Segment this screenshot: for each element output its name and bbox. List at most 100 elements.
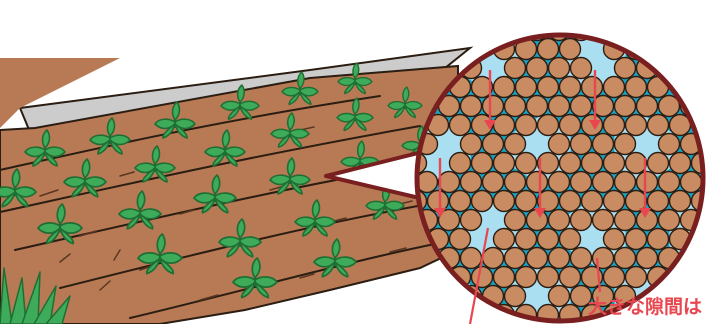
soil-particle <box>549 58 570 79</box>
soil-particle <box>659 210 680 231</box>
soil-particle <box>483 172 504 193</box>
soil-particle <box>637 96 658 117</box>
soil-particle <box>604 229 625 250</box>
soil-particle <box>505 134 526 155</box>
soil-particle <box>549 96 570 117</box>
soil-particle <box>549 210 570 231</box>
soil-particle <box>659 134 680 155</box>
soil-particle <box>505 172 526 193</box>
soil-particle <box>549 134 570 155</box>
soil-particle <box>472 153 493 174</box>
soil-particle <box>450 229 471 250</box>
soil-particle <box>604 115 625 136</box>
soil-particle <box>527 172 548 193</box>
soil-particle <box>593 172 614 193</box>
soil-particle <box>516 191 537 212</box>
soil-particle <box>571 210 592 231</box>
soil-particle <box>483 134 504 155</box>
soil-particle <box>604 267 625 288</box>
soil-particle <box>472 267 493 288</box>
soil-particle <box>538 77 559 98</box>
soil-particle <box>461 96 482 117</box>
soil-particle <box>538 39 559 60</box>
soil-particle <box>461 210 482 231</box>
soil-particle <box>571 58 592 79</box>
soil-particle <box>571 172 592 193</box>
soil-particle <box>439 172 460 193</box>
soil-particle <box>505 210 526 231</box>
soil-particle <box>494 153 515 174</box>
soil-particle <box>516 77 537 98</box>
soil-particle <box>582 191 603 212</box>
soil-particle <box>593 248 614 269</box>
soil-particle <box>538 267 559 288</box>
soil-particle <box>670 153 691 174</box>
soil-particle <box>560 115 581 136</box>
soil-particle <box>648 229 669 250</box>
soil-particle <box>549 172 570 193</box>
soil-particle <box>505 248 526 269</box>
soil-particle <box>516 267 537 288</box>
soil-particle <box>615 210 636 231</box>
soil-particle <box>516 229 537 250</box>
soil-particle <box>604 153 625 174</box>
soil-particle <box>670 191 691 212</box>
soil-particle <box>626 267 647 288</box>
soil-particle <box>560 77 581 98</box>
soil-particle <box>648 115 669 136</box>
soil-particle <box>560 267 581 288</box>
soil-particle <box>626 77 647 98</box>
soil-particle <box>582 153 603 174</box>
soil-particle <box>615 134 636 155</box>
soil-particle <box>516 153 537 174</box>
soil-particle <box>615 96 636 117</box>
soil-particle <box>472 191 493 212</box>
soil-particle <box>538 115 559 136</box>
soil-particle <box>615 58 636 79</box>
soil-particle <box>549 248 570 269</box>
soil-particle <box>659 172 680 193</box>
soil-particle <box>483 96 504 117</box>
soil-particle <box>560 229 581 250</box>
soil-particle <box>538 229 559 250</box>
soil-particle <box>461 134 482 155</box>
soil-particle <box>626 153 647 174</box>
soil-particle <box>527 58 548 79</box>
soil-particle <box>604 77 625 98</box>
soil-particle <box>527 96 548 117</box>
soil-particle <box>626 115 647 136</box>
soil-particle <box>516 115 537 136</box>
soil-particle <box>505 96 526 117</box>
soil-particle <box>494 77 515 98</box>
soil-particle <box>505 286 526 307</box>
soil-particle <box>637 172 658 193</box>
soil-particle <box>494 115 515 136</box>
soil-particle <box>560 153 581 174</box>
soil-particle <box>549 286 570 307</box>
soil-particle <box>615 248 636 269</box>
soil-particle <box>450 153 471 174</box>
soil-particle <box>505 58 526 79</box>
soil-particle <box>681 172 702 193</box>
soil-particle <box>461 172 482 193</box>
soil-particle <box>560 39 581 60</box>
soil-particles <box>406 20 713 324</box>
soil-particle <box>494 191 515 212</box>
soil-particle <box>527 248 548 269</box>
soil-particle <box>571 134 592 155</box>
soil-particle <box>648 153 669 174</box>
soil-particle <box>450 191 471 212</box>
soil-particle <box>571 96 592 117</box>
soil-particle <box>494 267 515 288</box>
soil-particle <box>450 115 471 136</box>
soil-particle <box>615 172 636 193</box>
soil-particle <box>593 210 614 231</box>
soil-particle <box>593 134 614 155</box>
soil-particle <box>461 248 482 269</box>
soil-particle <box>560 191 581 212</box>
large-gap-label: 大きな隙間は <box>588 296 713 318</box>
soil-particle <box>571 248 592 269</box>
soil-particle <box>494 229 515 250</box>
soil-particle <box>637 248 658 269</box>
